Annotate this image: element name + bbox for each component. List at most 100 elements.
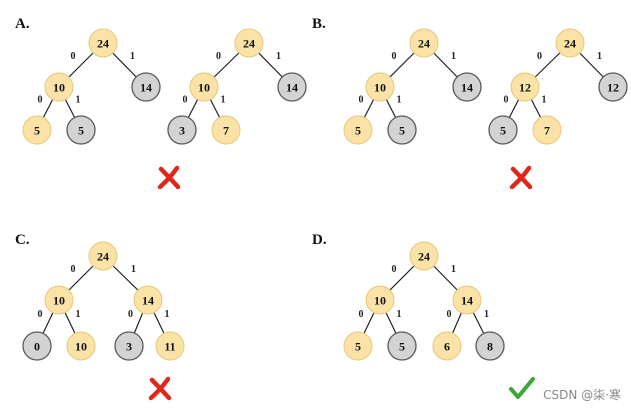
tree-node-internal: [155, 331, 185, 361]
tree-node-internal: [343, 115, 373, 145]
tree-node-internal: [452, 285, 482, 315]
edge-bit-label: 0: [71, 51, 76, 62]
tree-node-internal: [409, 241, 439, 271]
node-value: 12: [519, 81, 531, 95]
tree-node-leaf: [277, 72, 307, 102]
tree-node-internal: [88, 241, 118, 271]
node-value: 7: [544, 124, 550, 138]
node-value: 24: [243, 37, 255, 51]
tree-node-leaf: [488, 115, 518, 145]
node-value: 24: [418, 37, 430, 51]
edge-bit-label: 1: [484, 309, 489, 320]
edge-bit-label: 1: [397, 309, 402, 320]
tree-b-2: 0 1 0 1 24 12 12 5 7: [488, 28, 628, 145]
node-value: 24: [97, 37, 109, 51]
tree-node-internal: [44, 72, 74, 102]
tree-node-leaf: [114, 331, 144, 361]
node-value: 14: [142, 294, 154, 308]
tree-node-leaf: [598, 72, 628, 102]
node-value: 10: [374, 294, 386, 308]
panel-label-c: C.: [15, 232, 30, 248]
edge-bit-label: 1: [597, 51, 602, 62]
tree-node-internal: [133, 285, 163, 315]
edge-bit-label: 0: [359, 95, 364, 106]
edge-bit-label: 1: [276, 51, 281, 62]
edge-bit-label: 0: [359, 309, 364, 320]
tree-node-internal: [66, 331, 96, 361]
node-value: 14: [286, 81, 298, 95]
tree-node-leaf: [387, 331, 417, 361]
edge-bit-label: 1: [221, 95, 226, 106]
edge-bit-label: 1: [76, 309, 81, 320]
wrong-x-icon: [157, 165, 181, 190]
tree-node-internal: [211, 115, 241, 145]
node-value: 14: [461, 294, 473, 308]
tree-node-internal: [409, 28, 439, 58]
node-value: 14: [140, 81, 152, 95]
node-value: 0: [34, 340, 40, 354]
csdn-watermark: CSDN @柒·寒: [543, 388, 621, 402]
edge-bit-label: 1: [130, 51, 135, 62]
tree-node-internal: [532, 115, 562, 145]
node-value: 24: [418, 250, 430, 264]
correct-check-icon: [509, 377, 535, 399]
tree-node-leaf: [22, 331, 52, 361]
tree-node-internal: [365, 72, 395, 102]
tree-node-internal: [189, 72, 219, 102]
edge-bit-label: 1: [451, 51, 456, 62]
edge-bit-label: 0: [71, 264, 76, 275]
node-value: 24: [97, 250, 109, 264]
node-value: 24: [564, 37, 576, 51]
edge-bit-label: 0: [537, 51, 542, 62]
panel-label-d: D.: [312, 232, 327, 248]
edge-bit-label: 0: [128, 309, 133, 320]
node-value: 5: [399, 124, 405, 138]
tree-node-internal: [234, 28, 264, 58]
node-value: 12: [607, 81, 619, 95]
tree-node-internal: [365, 285, 395, 315]
edge-bit-label: 0: [504, 95, 509, 106]
edge-bit-label: 0: [183, 95, 188, 106]
node-value: 14: [461, 81, 473, 95]
edge-bit-label: 1: [451, 264, 456, 275]
node-value: 5: [78, 124, 84, 138]
node-value: 10: [75, 340, 87, 354]
edge-bit-label: 0: [38, 309, 43, 320]
node-value: 10: [374, 81, 386, 95]
tree-node-leaf: [452, 72, 482, 102]
panel-label-b: B.: [312, 16, 326, 32]
edge-bit-label: 0: [392, 264, 397, 275]
edge-bit-label: 1: [131, 264, 136, 275]
node-value: 10: [198, 81, 210, 95]
edge-bit-label: 1: [76, 95, 81, 106]
edge-bit-label: 1: [165, 309, 170, 320]
node-value: 3: [126, 340, 132, 354]
node-value: 10: [53, 294, 65, 308]
edge-bit-label: 0: [392, 51, 397, 62]
tree-node-internal: [88, 28, 118, 58]
tree-node-internal: [555, 28, 585, 58]
wrong-x-icon: [509, 165, 533, 190]
edge-bit-label: 0: [447, 309, 452, 320]
tree-node-leaf: [475, 331, 505, 361]
node-value: 3: [179, 124, 185, 138]
tree-node-internal: [510, 72, 540, 102]
panel-label-a: A.: [15, 16, 30, 32]
edge-bit-label: 1: [542, 95, 547, 106]
tree-node-internal: [44, 285, 74, 315]
node-value: 10: [53, 81, 65, 95]
node-value: 5: [500, 124, 506, 138]
tree-node-leaf: [387, 115, 417, 145]
node-value: 11: [164, 340, 175, 354]
tree-node-internal: [22, 115, 52, 145]
node-value: 5: [399, 340, 405, 354]
edge-bit-label: 0: [38, 95, 43, 106]
node-value: 5: [355, 340, 361, 354]
tree-node-internal: [343, 331, 373, 361]
